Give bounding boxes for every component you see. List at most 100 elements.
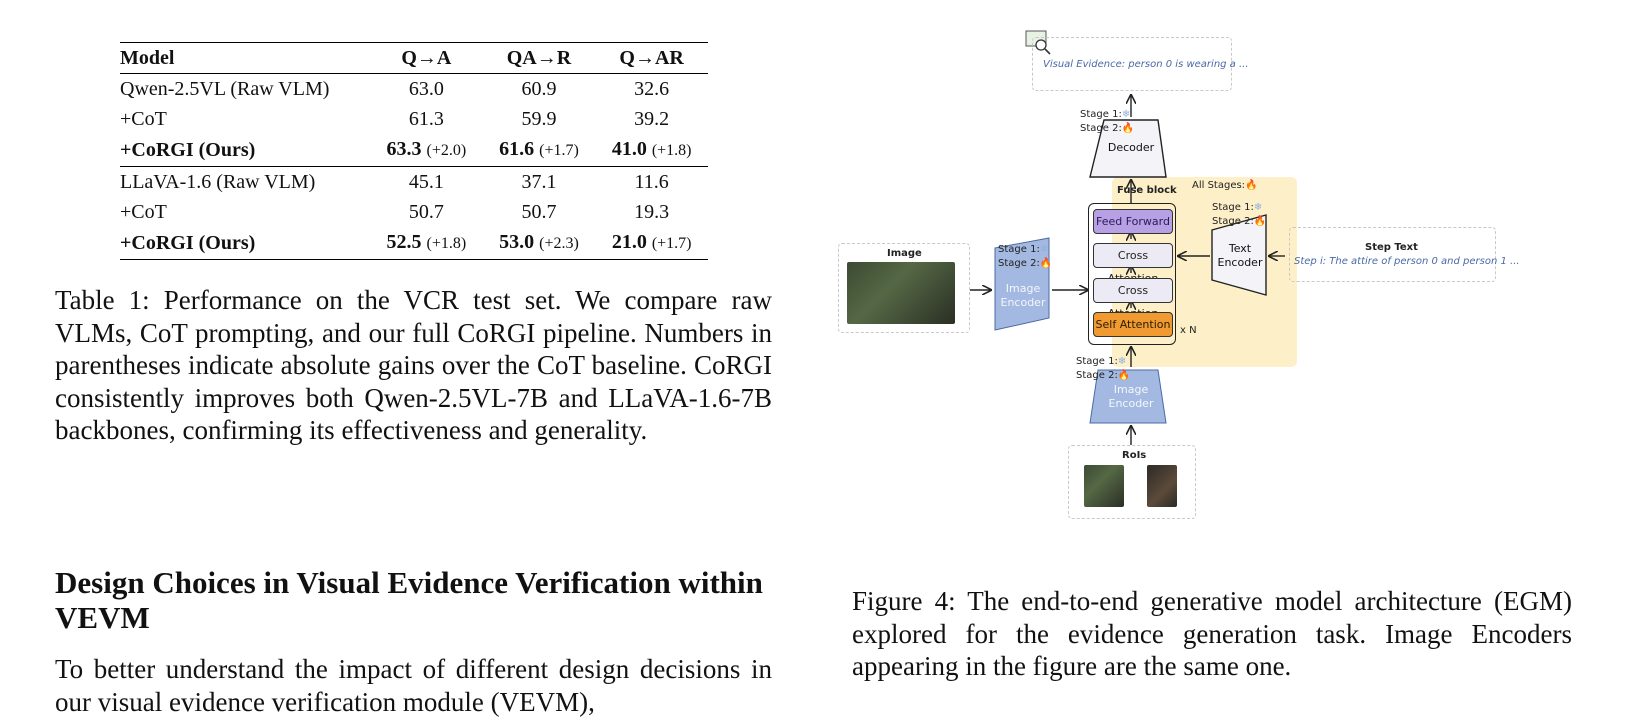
header-q-a: Q→A [401, 47, 452, 69]
header-model: Model [120, 47, 175, 69]
cell-value: 50.7 [521, 201, 557, 223]
fuse-block-label: Fuse block [1117, 185, 1177, 196]
visual-evidence-text: Visual Evidence: person 0 is wearing a .… [1043, 59, 1249, 70]
cell-value-gain: 61.6 (+1.7) [483, 134, 596, 167]
image-encoder-left-shape [994, 237, 1050, 331]
cell-value: 32.6 [634, 78, 670, 100]
snowflake-icon: ❄ [1117, 356, 1127, 367]
stage2-text: Stage 2: [1212, 216, 1254, 227]
cell-value-gain: 21.0 (+1.7) [595, 227, 708, 260]
repeat-n-label: x N [1180, 325, 1197, 336]
flame-icon: 🔥 [1121, 123, 1135, 134]
feed-forward-block: Feed Forward [1093, 209, 1173, 234]
cell-value: 63.0 [408, 78, 444, 100]
image-box [838, 243, 970, 333]
magnifier-icon-lens [1035, 39, 1047, 51]
cell-value-gain: 53.0 (+2.3) [483, 227, 596, 260]
results-table: Model Q→A QA→R Q→AR Qwen-2.5VL (Raw VLM)… [120, 42, 708, 260]
cell-gain: (+2.0) [426, 142, 467, 159]
left-encoder-stage1-label: Stage 1:❄ [998, 244, 1048, 255]
cell-value-gain: 52.5 (+1.8) [370, 227, 483, 260]
cell-value-gain: 41.0 (+1.8) [595, 134, 708, 167]
cell-value: 60.9 [521, 78, 557, 100]
figure-shapes [970, 30, 1285, 445]
header-qa-r: QA→R [506, 47, 572, 69]
flame-icon: 🔥 [1253, 216, 1267, 227]
stage1-text: Stage 1: [998, 244, 1040, 255]
bottom-encoder-stage2-label: Stage 2:🔥 [1076, 370, 1130, 381]
left-encoder-stage2-label: Stage 2:🔥 [998, 258, 1052, 269]
self-attention-block: Self Attention [1093, 312, 1173, 337]
visual-evidence-box [1032, 37, 1232, 91]
cell-value: 21.0 [611, 231, 647, 253]
stage2-text: Stage 2: [998, 258, 1040, 269]
section-title: Design Choices in Visual Evidence Verifi… [55, 565, 763, 635]
cell-value: 53.0 [499, 231, 535, 253]
text-encoder-line1: Text [1228, 242, 1252, 255]
cross-attention-block-upper: Cross Attention [1093, 243, 1173, 285]
snowflake-icon: ❄ [1253, 202, 1263, 213]
table-row: +CoRGI (Ours) 63.3 (+2.0) 61.6 (+1.7) 41… [120, 134, 708, 167]
cell-value-gain: 63.3 (+2.0) [370, 134, 483, 167]
stage1-text: Stage 1: [1076, 356, 1118, 367]
table-row: Qwen-2.5VL (Raw VLM) 63.0 60.9 32.6 [120, 74, 708, 105]
cell-gain: (+1.8) [426, 235, 467, 252]
magnifier-icon-handle [1044, 48, 1051, 55]
roi-crop-2 [1147, 465, 1177, 507]
flame-icon: 🔥 [1117, 370, 1131, 381]
cell-model: +CoRGI (Ours) [120, 232, 256, 254]
figure-caption: Figure 4: The end-to-end generative mode… [852, 586, 1572, 681]
cell-value: 19.3 [634, 201, 670, 223]
rois-label: RoIs [1122, 450, 1147, 461]
fuse-block-inner [1088, 203, 1176, 345]
scene-photo [847, 262, 955, 324]
cell-value: 50.7 [408, 201, 444, 223]
cell-model: +CoT [120, 201, 167, 223]
decoder-shape [1089, 119, 1167, 178]
all-stages-label: All Stages:🔥 [1192, 180, 1258, 191]
roi-crop-1 [1084, 465, 1124, 507]
step-text-title: Step Text [1365, 242, 1418, 253]
table-caption: Table 1: Performance on the VCR test set… [55, 285, 772, 445]
architecture-figure: Visual Evidence: person 0 is wearing a .… [838, 25, 1560, 550]
flame-icon: 🔥 [1039, 258, 1053, 269]
image-encoder-bottom-shape [1089, 369, 1167, 424]
cell-value: 45.1 [408, 171, 444, 193]
cell-model: LLaVA-1.6 (Raw VLM) [120, 171, 316, 193]
stage1-text: Stage 1: [1212, 202, 1254, 213]
step-text-content: Step i: The attire of person 0 and perso… [1294, 256, 1520, 267]
cell-value: 39.2 [634, 108, 670, 130]
cell-value: 61.6 [499, 138, 535, 160]
cell-value: 59.9 [521, 108, 557, 130]
decoder-stage2-label: Stage 2:🔥 [1080, 123, 1134, 134]
decoder-stage1-label: Stage 1:❄ [1080, 109, 1130, 120]
image-encoder-line1: Image [1113, 383, 1149, 396]
text-encoder-line2: Encoder [1217, 256, 1263, 269]
table-header-row: Model Q→A QA→R Q→AR [120, 42, 708, 74]
all-stages-text: All Stages: [1192, 180, 1246, 191]
header-q-ar: Q→AR [619, 47, 684, 69]
table-row: +CoRGI (Ours) 52.5 (+1.8) 53.0 (+2.3) 21… [120, 227, 708, 260]
cell-value: 37.1 [521, 171, 557, 193]
flame-icon: 🔥 [1245, 180, 1258, 191]
image-encoder-line2: Encoder [1000, 296, 1046, 309]
bottom-encoder-stage1-label: Stage 1:❄ [1076, 356, 1126, 367]
text-encoder-stage1-label: Stage 1:❄ [1212, 202, 1262, 213]
snowflake-icon: ❄ [1039, 244, 1049, 255]
cell-value: 61.3 [408, 108, 444, 130]
text-encoder-shape [1211, 214, 1267, 296]
cell-gain: (+2.3) [539, 235, 579, 252]
stage2-text: Stage 2: [1080, 123, 1122, 134]
cell-gain: (+1.8) [651, 142, 692, 159]
cell-value: 41.0 [611, 138, 647, 160]
cell-model: +CoRGI (Ours) [120, 139, 256, 161]
table-row: +CoT 61.3 59.9 39.2 [120, 104, 708, 134]
cell-value: 11.6 [634, 171, 669, 193]
decoder-label: Decoder [1107, 141, 1155, 154]
cell-model: Qwen-2.5VL (Raw VLM) [120, 78, 330, 100]
stage1-text: Stage 1: [1080, 109, 1122, 120]
snowflake-icon: ❄ [1121, 109, 1131, 120]
step-text-box [1289, 227, 1496, 282]
